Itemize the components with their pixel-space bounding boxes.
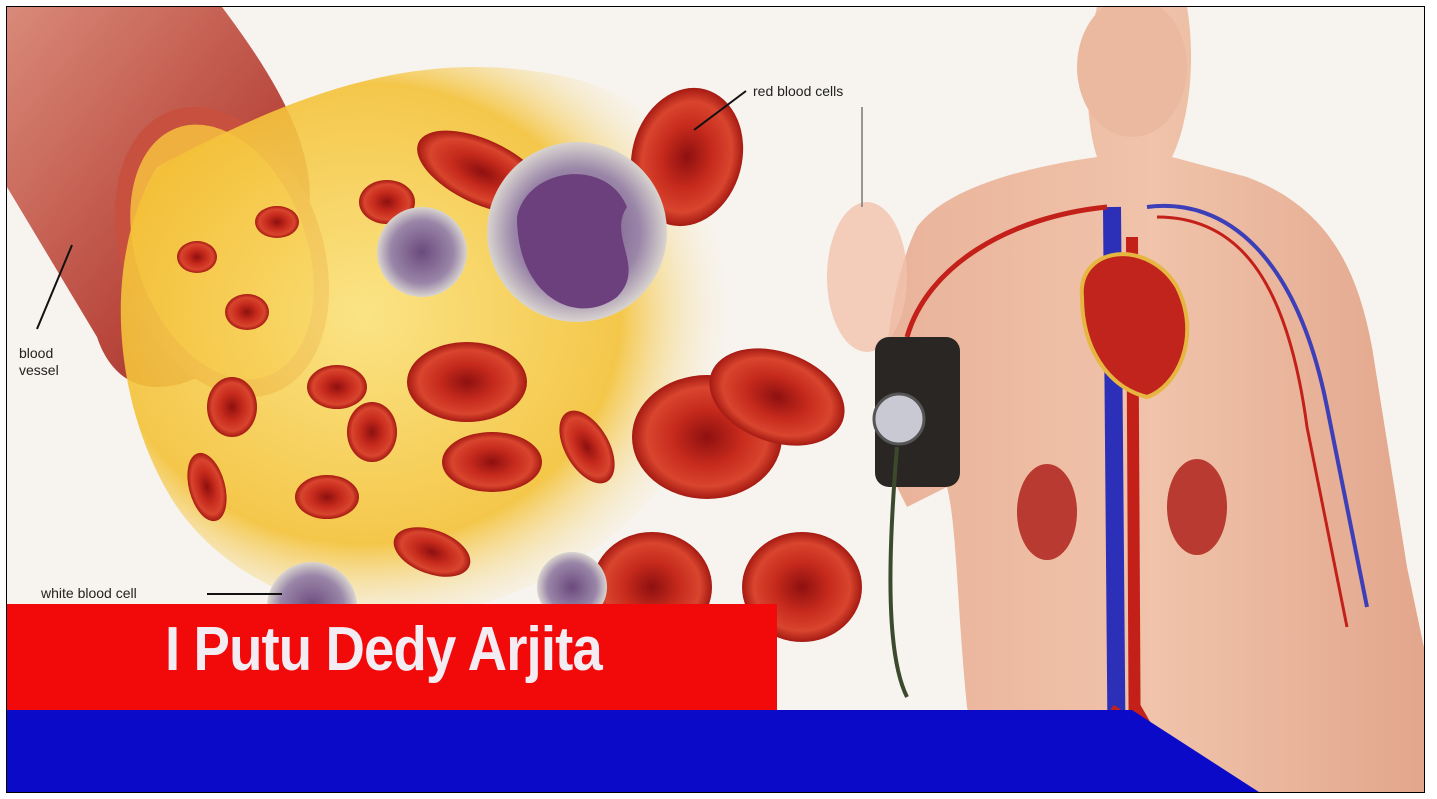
red-blood-cells-label: red blood cells [753, 83, 843, 100]
slide-frame: blood vessel red blood cells white blood… [6, 6, 1425, 793]
human-torso [827, 7, 1425, 793]
blood-vessel-label: blood vessel [19, 345, 89, 379]
blue-footer-banner [7, 710, 1425, 793]
white-blood-cell-label: white blood cell [41, 585, 137, 602]
author-name: I Putu Dedy Arjita [165, 614, 602, 685]
